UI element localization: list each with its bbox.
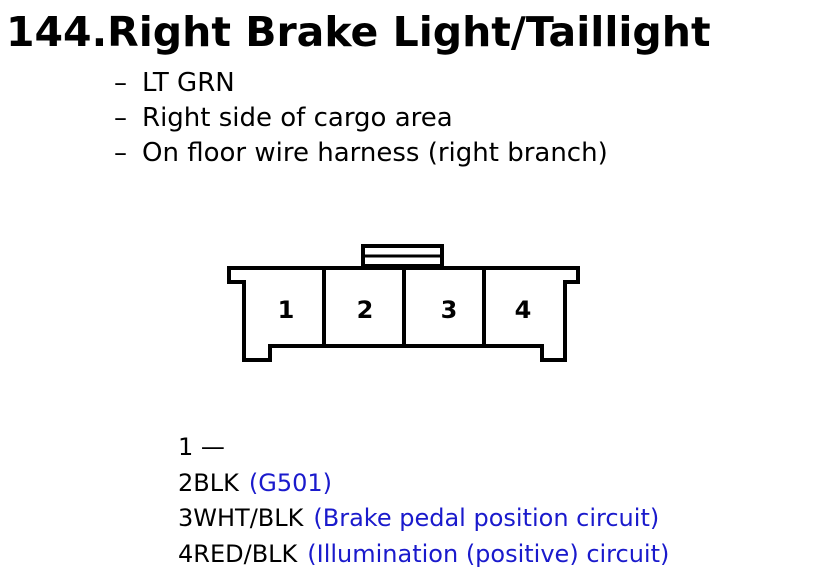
- connector-harness-line: –On floor wire harness (right branch): [114, 136, 608, 171]
- connector-location-line: –Right side of cargo area: [114, 101, 608, 136]
- wire-color: RED/BLK: [193, 539, 298, 568]
- pin-number: 4: [178, 539, 194, 568]
- terminal-number-4: 4: [515, 296, 532, 324]
- bullet-dash: –: [114, 103, 127, 133]
- bullet-dash: –: [114, 68, 127, 98]
- pin-row-2: 2BLK (G501): [178, 466, 669, 502]
- wire-color: —: [193, 433, 225, 461]
- circuit-description: (Brake pedal position circuit): [313, 504, 660, 532]
- connector-info-list: –LT GRN –Right side of cargo area –On fl…: [114, 66, 608, 171]
- pin-assignment-list: 1 — 2BLK (G501) 3WHT/BLK (Brake pedal posi…: [178, 430, 669, 572]
- pin-row-3: 3WHT/BLK (Brake pedal position circuit): [178, 501, 669, 537]
- bullet-dash: –: [114, 138, 127, 168]
- wire-color: WHT/BLK: [193, 504, 304, 532]
- terminal-number-3: 3: [441, 296, 458, 324]
- wire-color: BLK: [193, 468, 239, 497]
- terminal-number-2: 2: [357, 296, 374, 324]
- connector-harness: On floor wire harness (right branch): [142, 138, 608, 168]
- circuit-description: (Illumination (positive) circuit): [307, 539, 670, 568]
- pin-number: 3: [178, 504, 194, 532]
- connector-color-line: –LT GRN: [114, 66, 608, 101]
- connector-color: LT GRN: [142, 68, 235, 98]
- connector-location: Right side of cargo area: [142, 103, 453, 133]
- circuit-description: (G501): [248, 468, 332, 497]
- pin-row-1: 1 —: [178, 430, 669, 466]
- terminal-number-1: 1: [278, 296, 295, 324]
- pin-row-4: 4RED/BLK (Illumination (positive) circuit…: [178, 537, 669, 573]
- pin-number: 2: [178, 468, 194, 497]
- page-title: 144.Right Brake Light/Taillight: [6, 8, 711, 56]
- pin-number: 1: [178, 433, 194, 461]
